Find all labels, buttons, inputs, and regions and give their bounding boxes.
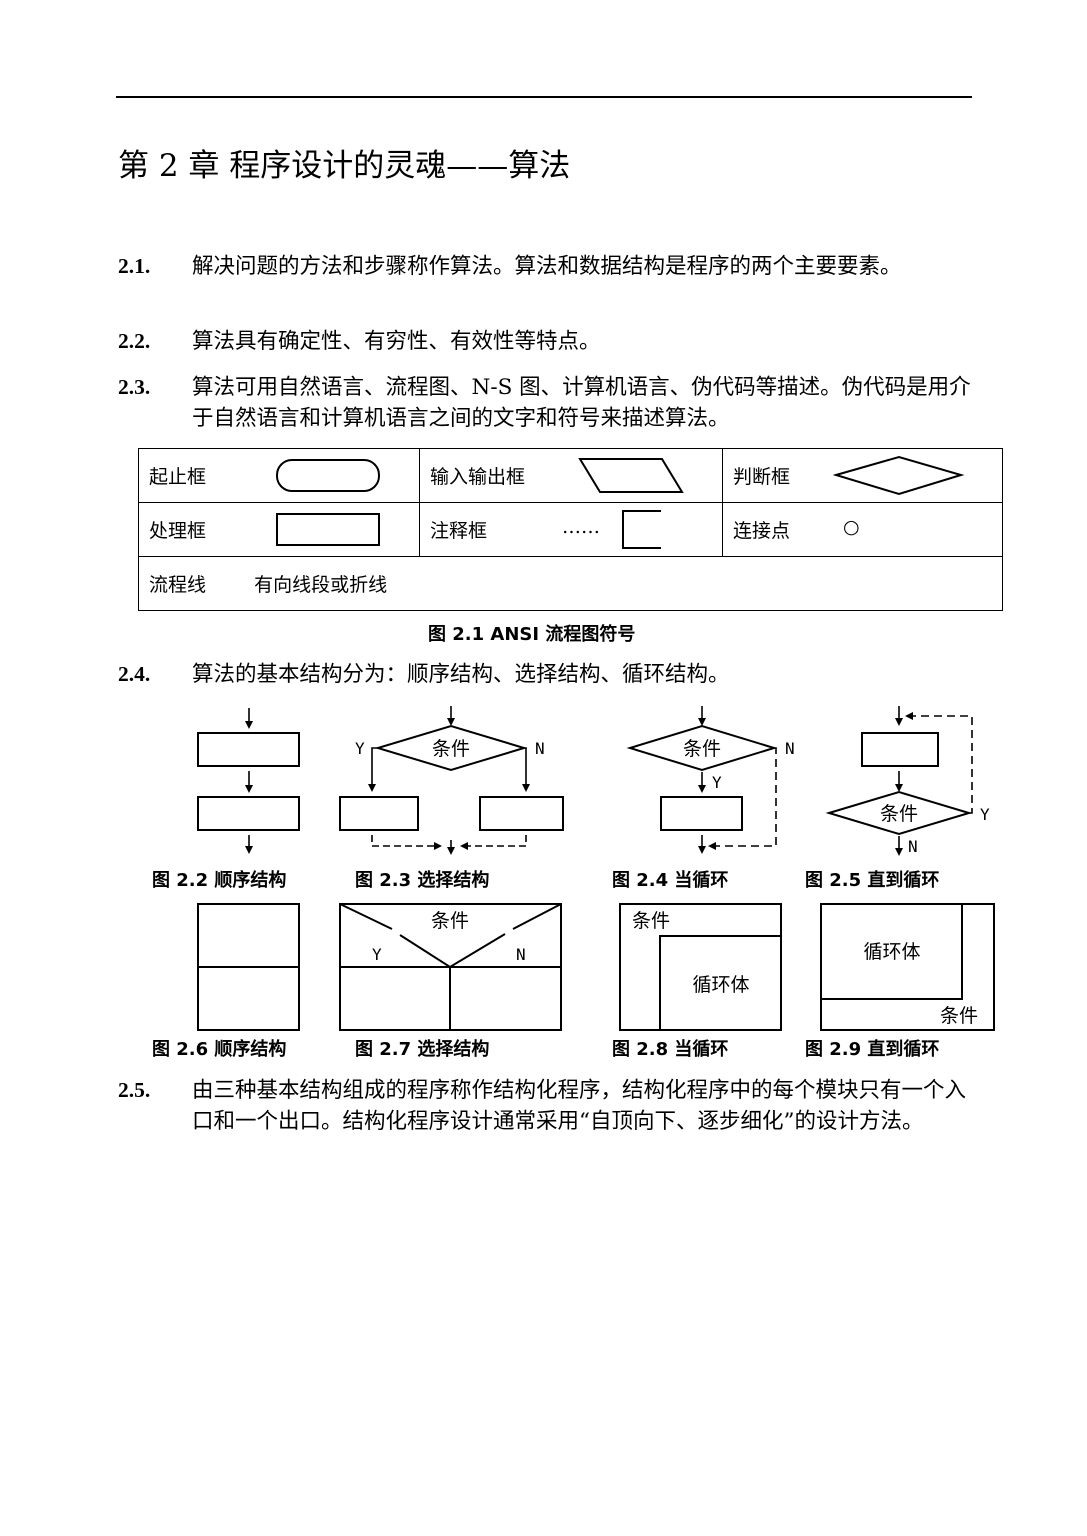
cell-start-end: 起止框 (138, 448, 420, 503)
figure-2-1-caption: 图 2.1 ANSI 流程图符号 (428, 624, 636, 645)
item-number: 2.3. (118, 375, 151, 399)
no-label: N (785, 739, 795, 758)
cell-io: 输入输出框 (419, 448, 723, 503)
comment-dots: …… (562, 516, 600, 538)
condition-label: 条件 (880, 803, 918, 825)
condition-label: 条件 (432, 738, 470, 760)
cell-process: 处理框 (138, 502, 420, 557)
start-end-label: 起止框 (149, 466, 207, 488)
rectangle-icon (276, 513, 380, 546)
item-text: 解决问题的方法和步骤称作算法。算法和数据结构是程序的两个主要要素。 (192, 254, 902, 279)
item-2-4: 2.4. 算法的基本结构分为：顺序结构、选择结构、循环结构。 (118, 659, 978, 690)
yes-label: Y (980, 805, 990, 824)
header-rule (116, 96, 972, 98)
item-text: 算法可用自然语言、流程图、N-S 图、计算机语言、伪代码等描述。伪代码是用介于自… (192, 375, 971, 431)
selection-flowchart (339, 706, 564, 855)
item-2-3: 2.3. 算法可用自然语言、流程图、N-S 图、计算机语言、伪代码等描述。伪代码… (118, 372, 978, 434)
condition-label: 条件 (632, 910, 670, 932)
flowchart-diagrams: 条件 Y N 条件 N Y 条件 Y N (197, 706, 990, 856)
no-label: N (535, 739, 545, 758)
chapter-title: 第 2 章 程序设计的灵魂——算法 (118, 148, 571, 184)
figure-2-6-caption: 图 2.6 顺序结构 (152, 1039, 287, 1060)
do-until-loop-flowchart (825, 706, 973, 856)
item-2-2: 2.2. 算法具有确定性、有穷性、有效性等特点。 (118, 326, 978, 357)
terminal-symbol-icon (276, 459, 380, 492)
process-label: 处理框 (149, 520, 207, 542)
flowline-label: 流程线 (149, 574, 207, 596)
item-2-5: 2.5. 由三种基本结构组成的程序称作结构化程序，结构化程序中的每个模块只有一个… (118, 1075, 978, 1137)
item-text: 由三种基本结构组成的程序称作结构化程序，结构化程序中的每个模块只有一个入口和一个… (192, 1078, 967, 1134)
figure-2-5-caption: 图 2.5 直到循环 (805, 870, 940, 891)
comment-bracket-icon (622, 510, 661, 549)
connector-label: 连接点 (733, 520, 791, 542)
comment-label: 注释框 (430, 520, 488, 542)
yes-label: Y (372, 945, 382, 964)
ns-do-until-diagram (820, 903, 995, 1031)
cell-comment: 注释框 …… (419, 502, 723, 557)
cell-connector: 连接点 ○ (722, 502, 1003, 557)
connector-circle-icon: ○ (843, 516, 860, 538)
figure-2-7-caption: 图 2.7 选择结构 (355, 1039, 490, 1060)
condition-label: 条件 (683, 738, 721, 760)
item-2-1: 2.1. 解决问题的方法和步骤称作算法。算法和数据结构是程序的两个主要要素。 (118, 251, 978, 282)
figure-2-9-caption: 图 2.9 直到循环 (805, 1039, 940, 1060)
io-label: 输入输出框 (430, 466, 526, 488)
loop-body-label: 循环体 (863, 941, 920, 963)
item-text: 算法的基本结构分为：顺序结构、选择结构、循环结构。 (192, 662, 730, 687)
ns-diagrams: 条件 Y N 条件 循环体 循环体 条件 (197, 903, 995, 1031)
cell-decision: 判断框 (722, 448, 1003, 503)
item-number: 2.2. (118, 329, 151, 353)
no-label: N (516, 945, 526, 964)
item-number: 2.4. (118, 662, 151, 686)
figure-2-4-caption: 图 2.4 当循环 (612, 870, 729, 891)
condition-label: 条件 (431, 910, 469, 932)
loop-body-label: 循环体 (692, 974, 749, 996)
figure-2-3-caption: 图 2.3 选择结构 (355, 870, 490, 891)
ns-sequence-diagram (197, 903, 300, 1031)
ns-while-loop-diagram (619, 903, 782, 1031)
parallelogram-icon (578, 458, 684, 493)
ns-selection-diagram (339, 903, 562, 1031)
item-text: 算法具有确定性、有穷性、有效性等特点。 (192, 329, 601, 354)
sequence-flowchart (197, 708, 300, 854)
cell-flowline: 流程线 有向线段或折线 (138, 556, 1003, 611)
figure-2-8-caption: 图 2.8 当循环 (612, 1039, 729, 1060)
yes-label: Y (355, 739, 365, 758)
yes-label: Y (712, 773, 722, 792)
no-label: N (908, 837, 918, 856)
condition-label: 条件 (940, 1005, 978, 1027)
figure-2-2-caption: 图 2.2 顺序结构 (152, 870, 287, 891)
item-number: 2.5. (118, 1078, 151, 1102)
decision-label: 判断框 (733, 466, 791, 488)
diamond-icon (833, 455, 965, 496)
ansi-symbol-table: 起止框 输入输出框 判断框 处理框 (138, 448, 1003, 611)
flowline-description: 有向线段或折线 (254, 574, 388, 596)
item-number: 2.1. (118, 254, 151, 278)
while-loop-flowchart (626, 706, 778, 854)
